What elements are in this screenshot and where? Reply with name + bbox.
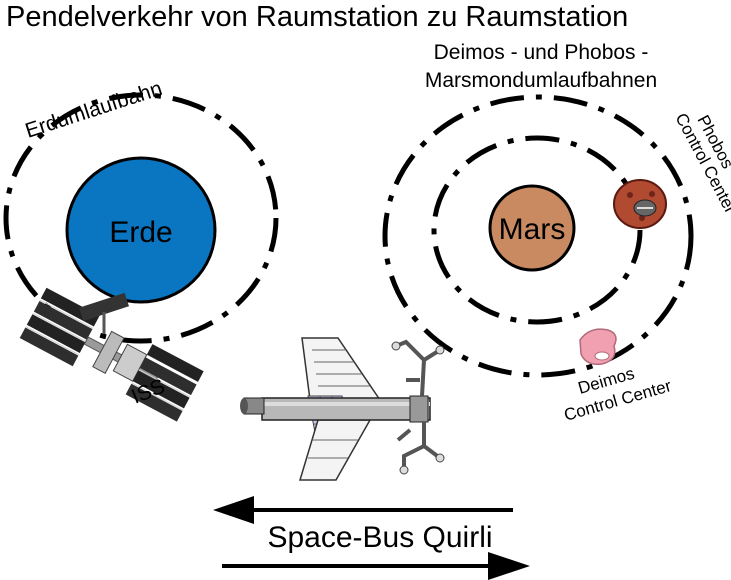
return-arrow xyxy=(213,496,513,524)
mars-orbits-label-line2: Marsmondumlaufbahnen xyxy=(425,69,657,92)
earth-planet xyxy=(65,156,217,304)
mars-label: Mars xyxy=(499,213,566,246)
mars-planet xyxy=(488,184,576,272)
space-bus-image xyxy=(240,337,445,481)
earth-orbit xyxy=(3,92,279,344)
iss-station-image xyxy=(19,287,204,422)
phobos-moon-image xyxy=(613,179,667,229)
outbound-arrow xyxy=(222,552,530,580)
earth-system: Erde Erdumlaufbahn xyxy=(3,77,279,422)
deimos-moon-image xyxy=(579,328,617,366)
space-bus-label: Space-Bus Quirli xyxy=(267,521,492,554)
mars-orbits-label-line1: Deimos - und Phobos - xyxy=(434,41,649,64)
earth-label: Erde xyxy=(109,216,172,249)
earth-orbit-label: Erdumlaufbahn xyxy=(22,77,165,143)
phobos-orbit xyxy=(431,135,643,325)
diagram-title: Pendelverkehr von Raumstation zu Raumsta… xyxy=(6,1,628,33)
mars-system: Deimos - und Phobos - Marsmondumlaufbahn… xyxy=(382,41,731,425)
deimos-orbit xyxy=(382,94,694,378)
